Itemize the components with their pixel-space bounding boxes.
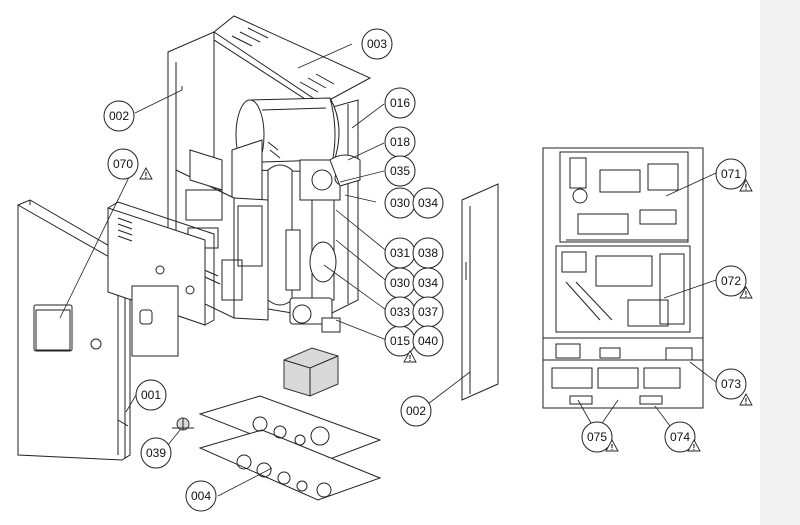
- callout-label-038: 038: [418, 246, 438, 260]
- svg-text:!: !: [745, 397, 748, 406]
- callout-070: 070: [107, 148, 139, 180]
- callout-label-001: 001: [141, 388, 161, 402]
- callout-label-039: 039: [146, 446, 166, 460]
- callout-001: 001: [135, 379, 167, 411]
- warning-triangle-icon: !: [739, 179, 753, 192]
- junction-box: [283, 347, 339, 397]
- svg-text:!: !: [409, 354, 412, 363]
- callout-label-037: 037: [418, 305, 438, 319]
- warning-triangle-icon: !: [687, 439, 701, 452]
- callout-003: 003: [361, 28, 393, 60]
- callout-label-073: 073: [721, 377, 741, 391]
- callout-label-030-a: 030: [390, 196, 410, 210]
- callout-label-070: 070: [113, 157, 133, 171]
- callout-018: 018: [384, 126, 416, 158]
- callout-002-left: 002: [103, 100, 135, 132]
- bottom-plates: [198, 395, 382, 501]
- callout-074: 074: [664, 421, 696, 453]
- callout-016: 016: [384, 87, 416, 119]
- callout-label-040: 040: [418, 334, 438, 348]
- callout-label-071: 071: [721, 167, 741, 181]
- callout-071: 071: [715, 158, 747, 190]
- callout-label-002-left: 002: [109, 109, 129, 123]
- callout-label-004: 004: [191, 489, 211, 503]
- callout-037: 037: [412, 296, 444, 328]
- callout-073: 073: [715, 368, 747, 400]
- remote-controller-detail: [35, 309, 71, 351]
- svg-text:!: !: [745, 290, 748, 299]
- callout-label-016: 016: [390, 96, 410, 110]
- warning-triangle-icon: !: [139, 167, 153, 180]
- control-box-lid: [107, 201, 215, 357]
- callout-label-031: 031: [390, 246, 410, 260]
- callout-038: 038: [412, 237, 444, 269]
- right-side-panel: [461, 183, 499, 401]
- callout-015: 015: [384, 325, 416, 357]
- callout-label-072: 072: [721, 274, 741, 288]
- callout-label-015: 015: [390, 334, 410, 348]
- svg-text:!: !: [693, 443, 696, 452]
- svg-text:!: !: [745, 183, 748, 192]
- callout-label-074: 074: [670, 430, 690, 444]
- side-strip: [760, 0, 800, 525]
- callout-035: 035: [384, 155, 416, 187]
- exploded-parts-diagram: 001 002 002 003 004 015 016 018 030 030 …: [0, 0, 760, 525]
- electrical-panel: [542, 147, 704, 409]
- callout-label-002-right: 002: [406, 404, 426, 418]
- callout-label-075: 075: [587, 430, 607, 444]
- warning-triangle-icon: !: [403, 350, 417, 363]
- callout-075: 075: [581, 421, 613, 453]
- warning-icons: ! ! ! ! ! ! !: [139, 167, 753, 452]
- callout-033: 033: [384, 296, 416, 328]
- callouts: 001 002 002 003 004 015 016 018 030 030 …: [103, 28, 747, 512]
- callout-label-034-b: 034: [418, 276, 438, 290]
- callout-label-033: 033: [390, 305, 410, 319]
- callout-031: 031: [384, 237, 416, 269]
- callout-072: 072: [715, 265, 747, 297]
- diagram-drawing: 001 002 002 003 004 015 016 018 030 030 …: [17, 15, 753, 512]
- callout-039: 039: [140, 437, 172, 469]
- callout-label-003: 003: [367, 37, 387, 51]
- warning-triangle-icon: !: [739, 286, 753, 299]
- callout-030-b: 030: [384, 267, 416, 299]
- warning-triangle-icon: !: [605, 439, 619, 452]
- callout-label-034-a: 034: [418, 196, 438, 210]
- warning-triangle-icon: !: [739, 393, 753, 406]
- callout-030-a: 030: [384, 187, 416, 219]
- svg-text:!: !: [145, 171, 148, 180]
- callout-034-a: 034: [412, 187, 444, 219]
- callout-label-035: 035: [390, 164, 410, 178]
- callout-002-right: 002: [400, 395, 432, 427]
- callout-label-018: 018: [390, 135, 410, 149]
- callout-004: 004: [185, 480, 217, 512]
- callout-label-030-b: 030: [390, 276, 410, 290]
- sensor-fitting: [172, 417, 194, 431]
- callout-034-b: 034: [412, 267, 444, 299]
- svg-text:!: !: [611, 443, 614, 452]
- callout-040: 040: [412, 325, 444, 357]
